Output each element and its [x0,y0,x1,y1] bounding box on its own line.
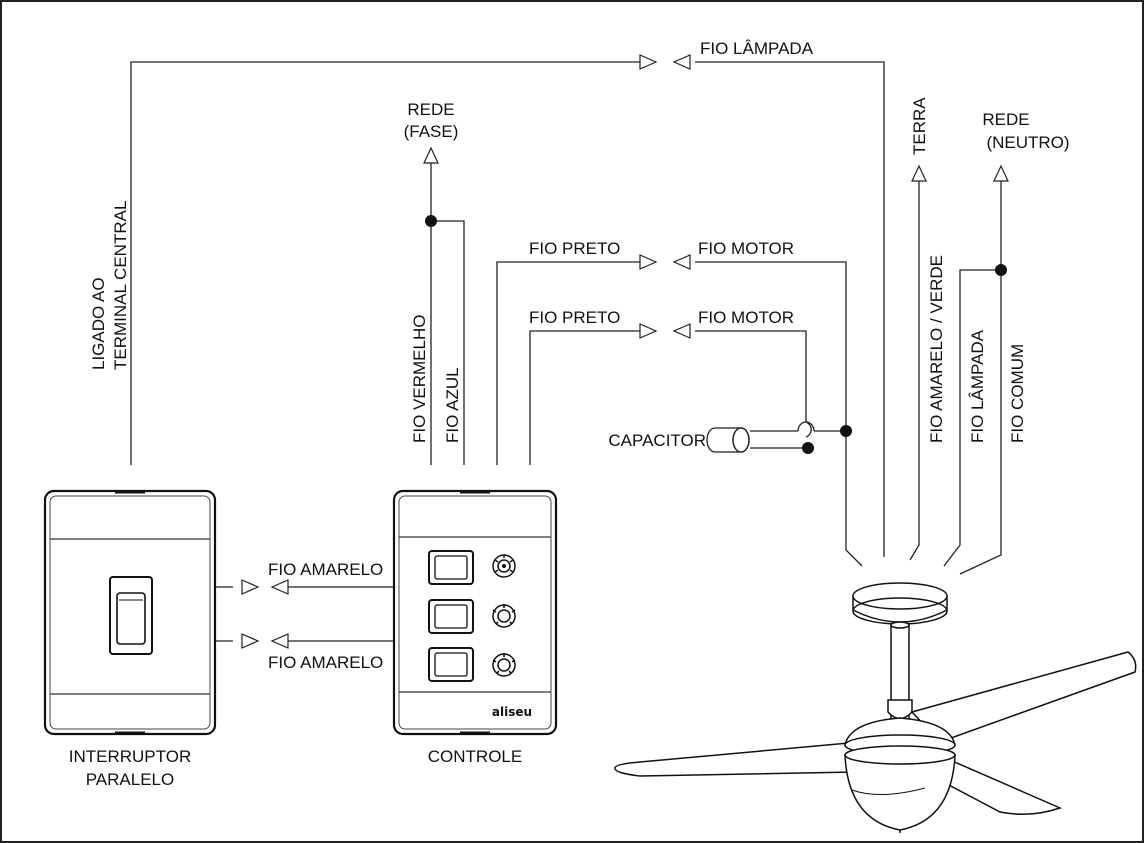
control-rocker-3 [428,647,474,682]
wire-azul [431,220,465,465]
wire-motor-1 [695,261,863,567]
label-controle: CONTROLE [428,747,522,766]
label-fio-lampada-vert: FIO LÂMPADA [968,329,987,443]
label-fio-preto-2: FIO PRETO [529,308,620,327]
wire-motor-2 [695,330,807,422]
ceiling-fan-icon [614,582,1137,833]
wire-comum [959,180,1002,575]
arrow-up-terra [911,164,927,182]
arrow-left-amarelo-1 [270,579,289,595]
wire-preto-2 [529,330,640,465]
arrow-right-amarelo-1 [241,579,260,595]
label-fio-lampada-top: FIO LÂMPADA [700,39,814,58]
junction-dot-fase [425,215,437,227]
wire-motor-2-hop [805,421,812,438]
wires [130,61,1002,642]
label-terminal-central: TERMINAL CENTRAL [111,201,130,370]
label-fio-amarelo-verde: FIO AMARELO / VERDE [927,255,946,443]
wire-lampada-top-left [130,61,640,465]
label-paralelo: PARALELO [86,770,175,789]
label-fio-vermelho: FIO VERMELHO [410,315,429,443]
connector-arrows [241,54,1009,649]
control-brand-logo: aliseu [492,705,532,719]
fan-direction-knob-icon [492,653,516,677]
arrow-left-motor-1 [672,254,691,270]
label-capacitor: CAPACITOR [608,431,706,450]
label-terra: TERRA [910,97,929,155]
junction-dot-neutro [995,264,1007,276]
label-rede-fase-line2: (FASE) [404,122,459,141]
label-fio-motor-2: FIO MOTOR [698,308,794,327]
control-rocker-1 [428,550,474,585]
wire-lampada-top-right [695,61,885,557]
arrow-up-fase [423,146,439,164]
arrow-up-neutro [993,164,1009,182]
label-fio-amarelo-2: FIO AMARELO [268,653,383,672]
wire-preto-1 [496,261,640,465]
wire-capacitor-hop [797,421,815,432]
wire-terra [909,180,920,561]
labels: FIO LÂMPADA REDE (FASE) TERRA REDE (NEUT… [69,39,1070,789]
arrow-right-preto-2 [639,323,658,339]
junction-dot-motor [840,425,852,437]
junction-dot-capacitor [802,442,814,454]
capacitor [706,427,750,453]
label-rede-neutro-line2: (NEUTRO) [986,133,1069,152]
light-dimmer-knob-icon [492,554,516,578]
label-fio-preto-1: FIO PRETO [529,239,620,258]
arrow-left-amarelo-2 [270,633,289,649]
arrow-left-motor-2 [672,323,691,339]
wire-lampada-vert [943,269,1001,567]
label-fio-azul: FIO AZUL [443,367,462,443]
fan-control-unit: aliseu [392,489,558,736]
label-ligado-ao: LIGADO AO [89,277,108,370]
label-fio-comum: FIO COMUM [1008,344,1027,443]
arrow-right-preto-1 [639,254,658,270]
label-interruptor: INTERRUPTOR [69,747,191,766]
arrow-right-amarelo-2 [241,633,260,649]
fan-speed-knob-icon [492,604,516,628]
control-rocker-2 [428,599,474,634]
label-rede-fase-line1: REDE [407,100,454,119]
label-fio-motor-1: FIO MOTOR [698,239,794,258]
label-rede-neutro-line1: REDE [982,110,1029,129]
arrow-left-lampada [672,54,691,70]
arrow-right-lampada [639,54,658,70]
label-fio-amarelo-1: FIO AMARELO [268,560,383,579]
switch-interruptor [43,489,217,736]
